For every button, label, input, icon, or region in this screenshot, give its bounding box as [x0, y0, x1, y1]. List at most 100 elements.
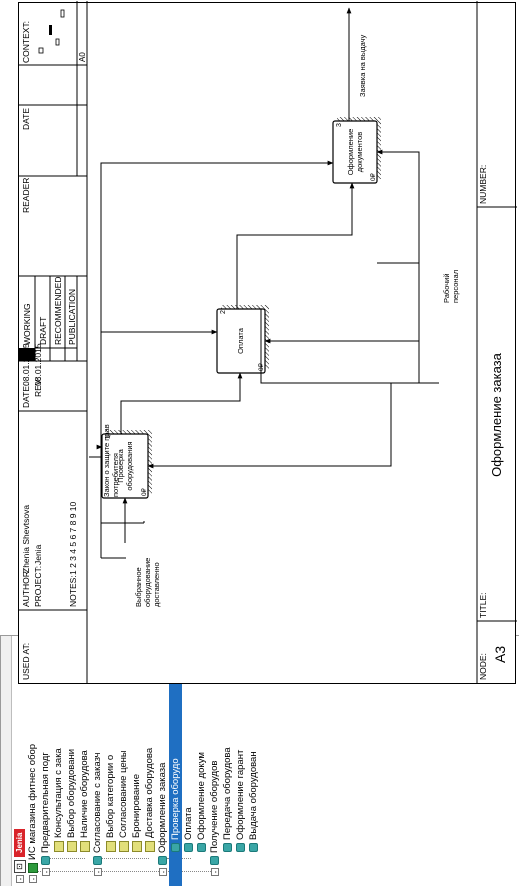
tree-item-label: Выбор оборудовани: [66, 748, 77, 838]
process-icon: [158, 856, 167, 865]
input-label-l2: оборудование: [143, 558, 152, 607]
idef-icon: [118, 841, 129, 852]
context-label: CONTEXT:: [21, 21, 31, 63]
idef-icon: [131, 841, 142, 852]
tree-item-label: Предварительная подг: [40, 752, 51, 853]
box-1-label-l1: Проверка: [116, 448, 125, 482]
collapse-icon[interactable]: -: [15, 875, 25, 883]
tree-item-label: Согласование с заказч: [92, 752, 103, 853]
process-icon: [41, 856, 50, 865]
process-icon: [171, 843, 180, 852]
control-to-box3: [100, 160, 334, 332]
used-at-label: USED AT:: [21, 643, 31, 680]
title-label: TITLE:: [478, 592, 488, 618]
tree-item-label: Согласование цены: [118, 750, 129, 838]
collapse-icon[interactable]: -: [28, 875, 38, 883]
box-1-label-l2: оборудования: [125, 441, 134, 490]
project-value: Jenia: [33, 544, 43, 565]
arrow-labels: Выбранное оборудование доставленно Закон…: [102, 34, 460, 607]
box-3[interactable]: Оформление документов 3 0₽: [332, 117, 381, 184]
box-1[interactable]: Проверка оборудования 1 0₽: [101, 430, 152, 499]
control-label-l1: Закон о защите прав: [102, 424, 111, 497]
status-draft: DRAFT: [38, 317, 48, 345]
input-label-l1: Выбранное: [134, 567, 143, 607]
tree-item-label: Наличие оборудова: [79, 750, 90, 838]
box-2-number: 2: [220, 310, 227, 314]
process-icon: [236, 843, 245, 852]
mechanism-to-box3: [376, 149, 420, 263]
date-column-label: DATE: [21, 108, 31, 130]
tree-root[interactable]: - ИС магазина фитнес обор: [26, 744, 39, 883]
box-2-label: Оплата: [236, 327, 245, 354]
tree-workspace[interactable]: - ⊡ Jenia: [13, 828, 26, 883]
notes-value: 1 2 3 4 5 6 7 8 9 10: [68, 501, 78, 575]
reader-label: READER: [21, 178, 31, 213]
idef-icon: [144, 841, 155, 852]
node-value: A3: [492, 646, 508, 663]
flow-arrow-2-3: [236, 182, 355, 309]
working-status-marker: [19, 348, 35, 361]
tree-item-label: Бронирование: [131, 774, 142, 838]
status-recommended: RECOMMENDED: [53, 277, 63, 345]
diagram-title: Оформление заказа: [489, 352, 504, 477]
mechanism-to-box1: [147, 382, 419, 469]
process-icon: [197, 843, 206, 852]
process-icon: [249, 843, 258, 852]
collapse-icon[interactable]: -: [93, 868, 103, 876]
tree-item-label: Выдача оборудован: [248, 751, 259, 840]
workspace-icon: ⊡: [13, 860, 26, 873]
collapse-icon[interactable]: -: [210, 868, 220, 876]
box-3-cost: 0₽: [369, 172, 377, 181]
box-1-cost: 0₽: [140, 487, 148, 496]
context-thumbnail: [38, 9, 65, 54]
box-1-number: 1: [105, 435, 112, 439]
date-label: DATE:: [21, 384, 31, 408]
rev-value: 08.01.2015: [33, 343, 43, 386]
box-3-label-l1: Оформление: [346, 129, 355, 176]
idef-icon: [66, 841, 77, 852]
tree-item-label: Передача оборудова: [222, 747, 233, 840]
author-label: AUTHOR:: [21, 569, 31, 607]
node-label: NODE:: [478, 653, 488, 680]
number-label: NUMBER:: [478, 165, 488, 204]
tree-item-label: Оплата: [183, 807, 194, 840]
idef-icon: [53, 841, 64, 852]
tree-item-label: Оформление гарант: [235, 749, 246, 840]
box-3-number: 3: [336, 123, 343, 127]
arrows: [89, 7, 439, 559]
control-label-l2: потребителя: [111, 453, 120, 497]
model-icon: [27, 863, 38, 873]
explorer-header: [1, 636, 12, 886]
process-icon: [223, 843, 232, 852]
tree-item-label: Проверка оборудо: [170, 758, 181, 840]
output-label: Заявка на выдачу: [358, 34, 367, 97]
process-icon: [210, 856, 219, 865]
header-frame: [19, 1, 88, 683]
tree-item-label: Получение оборудов: [209, 760, 220, 853]
tree-item-label: Доставка оборудова: [144, 747, 155, 838]
mechanism-to-box2-arrow: [264, 338, 420, 383]
idef-icon: [79, 841, 90, 852]
collapse-icon[interactable]: -: [41, 868, 51, 876]
tree-root-label: ИС магазина фитнес обор: [27, 743, 38, 860]
mechanism-link: [377, 262, 420, 341]
flow-arrow-1-2: [120, 372, 243, 434]
workspace-label: Jenia: [14, 828, 25, 857]
input-label-l3: доставленно: [152, 562, 161, 607]
diagram-canvas: USED AT: AUTHOR: Zhenia Shevtsova PROJEC…: [19, 1, 517, 683]
tree-item-label: Оформление докум: [196, 752, 207, 840]
status-publication: PUBLICATION: [67, 289, 77, 345]
box-3-label-l2: документов: [355, 132, 364, 173]
mechanism-label-l1: Рабочий: [442, 273, 451, 303]
control-to-box2: [100, 329, 218, 447]
status-working: WORKING: [22, 303, 32, 345]
tree-item-label: Оформление заказа: [157, 762, 168, 853]
tree-item-label: Выбор категории о: [105, 754, 116, 838]
collapse-icon[interactable]: -: [158, 868, 168, 876]
process-icon: [93, 856, 102, 865]
header-text: USED AT: AUTHOR: Zhenia Shevtsova PROJEC…: [21, 21, 87, 680]
rev-label: REV:: [33, 377, 43, 397]
mechanism-label-l2: персонал: [451, 270, 460, 303]
project-label: PROJECT:: [33, 566, 43, 607]
tree-item-label: Консультация с зака: [53, 748, 64, 838]
